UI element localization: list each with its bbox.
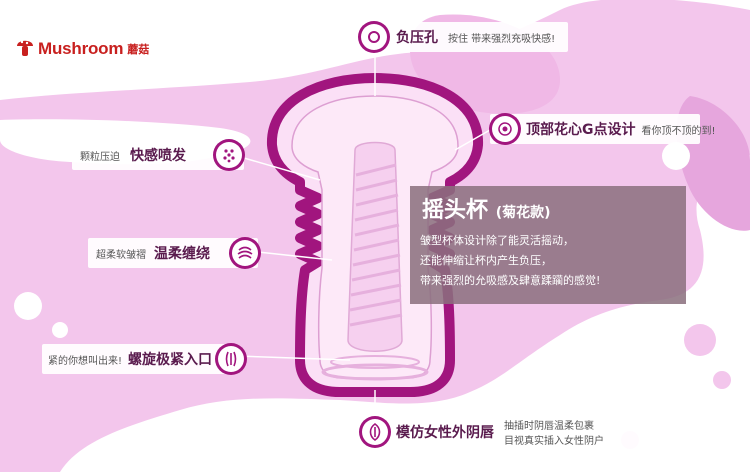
panel-title-row: 摇头杯 (菊花款) [422, 192, 550, 224]
brand-name: Mushroom [38, 39, 124, 58]
feature-spiral-title: 螺旋极紧入口 [128, 352, 213, 368]
spiral-ridges [349, 163, 403, 327]
bubble [14, 292, 42, 320]
feature-spiral: 紧的你想叫出来! 螺旋极紧入口 [42, 344, 238, 374]
bubble [40, 386, 60, 406]
feature-soft-title: 温柔缠绕 [154, 246, 210, 262]
bubble [713, 371, 731, 389]
ring-icon [361, 24, 387, 50]
feature-top-g-title: 顶部花心G点设计 [526, 122, 636, 138]
panel-subtitle: (菊花款) [495, 205, 551, 221]
bubble [52, 322, 68, 338]
panel-line-1: 皱型杯体设计除了能灵活摇动， [420, 234, 574, 247]
feature-top-hole-desc: 按住 带来强烈充吸快感! [448, 33, 556, 45]
feature-top-g: 顶部花心G点设计 看你顶不顶的到! [490, 114, 716, 144]
feature-top-hole: 负压孔 按住 带来强烈充吸快感! [360, 22, 568, 52]
feature-grain-desc: 颗粒压迫 [80, 151, 120, 163]
panel-line-2: 还能伸缩让杯内产生负压， [420, 254, 552, 267]
feature-top-g-desc: 看你顶不顶的到! [641, 125, 716, 137]
feature-vulva-desc: 抽插时阴唇温柔包裹 目视真实插入女性阴户 [504, 417, 604, 447]
feature-spiral-desc: 紧的你想叫出来! [48, 355, 123, 367]
feature-vulva-desc1: 抽插时阴唇温柔包裹 [504, 421, 594, 432]
grain-icon [216, 142, 242, 168]
feature-vulva-title: 模仿女性外阴唇 [396, 425, 494, 441]
bubble [662, 142, 690, 170]
lips-icon [362, 419, 388, 445]
feature-soft: 超柔软皱褶 温柔缠绕 [88, 238, 258, 268]
cup-channel [347, 141, 403, 352]
mushroom-logo-icon [16, 36, 34, 62]
dot-ring-icon [492, 116, 518, 142]
base-ring [330, 355, 420, 369]
product-description-panel: 摇头杯 (菊花款) 皱型杯体设计除了能灵活摇动， 还能伸缩让杯内产生负压， 带来… [410, 186, 686, 304]
feature-vulva-desc2: 目视真实插入女性阴户 [504, 436, 604, 447]
spiral-icon [218, 346, 244, 372]
wave-icon [232, 240, 258, 266]
feature-soft-desc: 超柔软皱褶 [96, 249, 146, 261]
bubble [684, 324, 716, 356]
base-ring [321, 363, 429, 381]
feature-vulva: 模仿女性外阴唇 抽插时阴唇温柔包裹 目视真实插入女性阴户 [360, 414, 642, 450]
feature-grain: 颗粒压迫 快感喷发 [72, 140, 244, 170]
brand-logo: Mushroom 蘑菇 [16, 36, 149, 62]
feature-grain-title: 快感喷发 [130, 148, 186, 164]
panel-line-3: 带来强烈的允吸感及肆意蹂躏的感觉! [420, 274, 601, 287]
brand-name-cn: 蘑菇 [127, 43, 150, 56]
panel-title: 摇头杯 [422, 198, 489, 223]
feature-top-hole-title: 负压孔 [396, 30, 438, 46]
